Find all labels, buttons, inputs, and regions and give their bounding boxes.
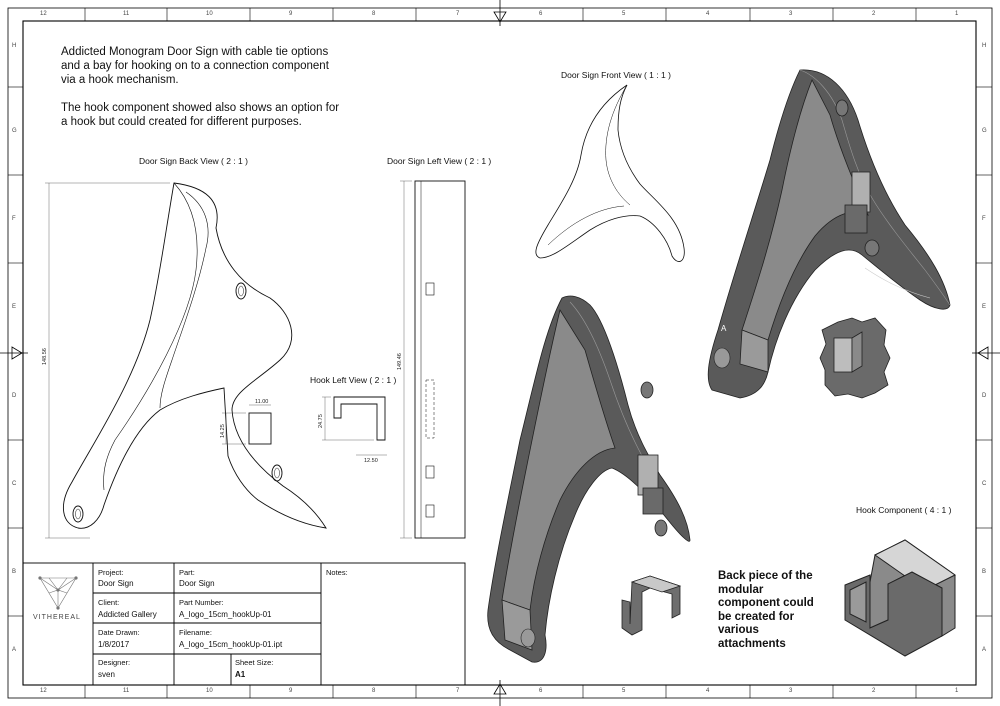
description-line: a hook but could created for different p…: [61, 116, 302, 128]
grid-label: 7: [456, 11, 460, 17]
dim-hook-width: 12.50: [364, 458, 378, 464]
description-line: The hook component showed also shows an …: [61, 102, 340, 114]
description-line: Addicted Monogram Door Sign with cable t…: [61, 46, 329, 58]
part-number-value: A_logo_15cm_hookUp-01: [179, 610, 272, 619]
grid-label: C: [982, 481, 987, 487]
view-title-back: Door Sign Back View ( 2 : 1 ): [139, 156, 248, 166]
dim-hook-height: 24.75: [318, 414, 324, 428]
iso-view-right: [707, 69, 951, 399]
brand-name: VITHEREAL: [33, 614, 81, 621]
grid-label: 12: [40, 688, 47, 694]
drawing-description: Addicted Monogram Door Sign with cable t…: [61, 45, 339, 129]
back-piece-iso: [819, 317, 891, 399]
grid-label: E: [12, 304, 17, 310]
back-view-dims: [45, 182, 271, 539]
iso-label-a: A: [721, 324, 727, 333]
part-number-label: Part Number:: [179, 598, 224, 607]
date-value: 1/8/2017: [98, 640, 130, 649]
grid-label: E: [982, 304, 987, 310]
grid-label: 9: [289, 11, 293, 17]
part-value: Door Sign: [179, 579, 215, 588]
grid-label: F: [982, 216, 986, 222]
designer-label: Designer:: [98, 658, 131, 667]
grid-label: D: [12, 393, 17, 399]
grid-label: A: [982, 647, 987, 653]
filename-value: A_logo_15cm_hookUp-01.ipt: [179, 640, 283, 649]
grid-label: 6: [539, 688, 543, 694]
view-title-front: Door Sign Front View ( 1 : 1 ): [561, 70, 671, 80]
dim-bay-height: 14.25: [220, 424, 226, 438]
grid-label: 8: [372, 688, 376, 694]
grid-label: 4: [706, 11, 710, 17]
description-line: and a bay for hooking on to a connection…: [61, 60, 329, 72]
grid-label: 4: [706, 688, 710, 694]
view-title-left: Door Sign Left View ( 2 : 1 ): [387, 156, 492, 166]
dim-left-height: 149.46: [397, 353, 403, 370]
filename-label: Filename:: [179, 628, 212, 637]
left-view-outline: [414, 180, 466, 539]
grid-label: G: [12, 128, 17, 134]
grid-label: B: [12, 569, 17, 575]
grid-label: H: [12, 43, 17, 49]
view-title-hook-left: Hook Left View ( 2 : 1 ): [310, 375, 397, 385]
grid-label: 3: [789, 688, 793, 694]
grid-label: 1: [955, 688, 959, 694]
grid-label: 9: [289, 688, 293, 694]
back-view-outline: [63, 182, 327, 529]
sheet-size-label: Sheet Size:: [235, 658, 274, 667]
small-hook-iso: [621, 575, 682, 636]
grid-label: H: [982, 43, 987, 49]
grid-label: 5: [622, 688, 626, 694]
grid-label: 7: [456, 688, 460, 694]
grid-label: 11: [123, 688, 130, 694]
hook-component-iso: [844, 539, 956, 657]
dim-bay-width: 11.00: [255, 399, 268, 405]
sheet-size-value: A1: [235, 670, 246, 679]
front-view-outline: [535, 84, 685, 262]
grid-label: 8: [372, 11, 376, 17]
grid-label: 2: [872, 11, 876, 17]
grid-label: 12: [40, 11, 47, 17]
left-view-dims: [400, 180, 412, 539]
grid-label: 10: [206, 11, 213, 17]
designer-value: sven: [98, 670, 115, 679]
grid-label: C: [12, 481, 17, 487]
client-label: Client:: [98, 598, 120, 607]
client-value: Addicted Gallery: [98, 610, 157, 619]
grid-label: 11: [123, 11, 130, 17]
project-label: Project:: [98, 568, 124, 577]
hook-left-view: [333, 396, 386, 441]
grid-label: 10: [206, 688, 213, 694]
description-line: via a hook mechanism.: [61, 74, 179, 86]
part-label: Part:: [179, 568, 195, 577]
grid-label: 2: [872, 688, 876, 694]
title-block-lines: [22, 562, 466, 686]
project-value: Door Sign: [98, 579, 134, 588]
notes-label: Notes:: [326, 568, 348, 577]
grid-label: 5: [622, 11, 626, 17]
grid-label: 1: [955, 11, 959, 17]
grid-label: A: [12, 647, 17, 653]
grid-label: 3: [789, 11, 793, 17]
vithereal-logo-icon: [38, 576, 78, 610]
grid-label: 6: [539, 11, 543, 17]
hook-dims: [322, 396, 387, 456]
grid-ticks: [8, 8, 992, 698]
view-title-hook-component: Hook Component ( 4 : 1 ): [856, 505, 952, 515]
iso-view-lower: [487, 295, 691, 663]
date-label: Date Drawn:: [98, 628, 140, 637]
grid-label: D: [982, 393, 987, 399]
grid-label: G: [982, 128, 987, 134]
modular-note: Back piece of the modular component coul…: [718, 570, 814, 650]
grid-label: F: [12, 216, 16, 222]
grid-label: B: [982, 569, 987, 575]
dim-back-height: 148.56: [42, 348, 48, 365]
